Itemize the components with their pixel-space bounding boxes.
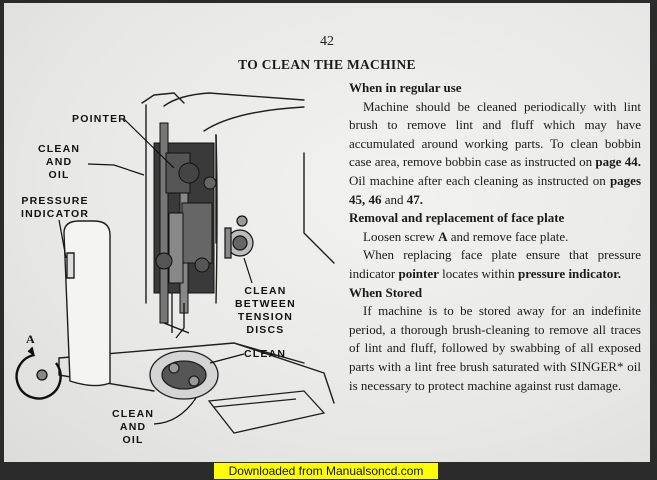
label-clean-and-oil-upper-line-3: OIL [48, 169, 70, 181]
label-tension-line-3: TENSION [237, 311, 293, 323]
label-clean-between-tension-discs: CLEAN BETWEEN TENSION DISCS [235, 285, 296, 337]
manual-page: 42 TO CLEAN THE MACHINE [4, 3, 650, 462]
label-pressure-indicator: PRESSURE INDICATOR [21, 195, 89, 221]
label-clean-and-oil-lower-line-2: AND [119, 421, 147, 433]
label-clean-lower: CLEAN [244, 348, 287, 360]
text-run: If machine is to be stored away for an i… [349, 303, 641, 393]
label-clean-and-oil-lower-line-1: CLEAN [112, 408, 155, 420]
bold-text: page 44. [595, 154, 641, 170]
section-heading: Removal and replacement of face plate [349, 210, 565, 226]
label-tension-line-4: DISCS [246, 324, 285, 336]
section-heading: When Stored [349, 284, 423, 300]
text-run: locates within [438, 265, 518, 281]
label-pressure-indicator-line-2: INDICATOR [21, 208, 90, 220]
download-banner[interactable]: Downloaded from Manualsoncd.com [214, 463, 438, 479]
label-screw-a: A [26, 332, 36, 346]
label-clean-and-oil-lower-line-3: OIL [122, 434, 144, 446]
label-clean-and-oil-lower: CLEAN AND OIL [112, 408, 154, 447]
page-title: TO CLEAN THE MACHINE [238, 57, 416, 72]
text-run: and remove face plate. [447, 228, 569, 244]
text-run: Machine should be cleaned periodically w… [349, 98, 641, 170]
section-paragraph: If machine is to be stored away for an i… [349, 302, 641, 395]
bold-text: pointer [398, 265, 439, 281]
section-paragraph: Machine should be cleaned periodically w… [349, 98, 641, 210]
section-paragraph: When replacing face plate ensure that pr… [349, 246, 641, 283]
section-paragraph: Loosen screw A and remove face plate. [349, 228, 641, 247]
label-clean-and-oil-upper-line-1: CLEAN [38, 143, 81, 155]
bold-text: A [438, 228, 448, 244]
label-pointer: POINTER [72, 113, 128, 125]
page-number: 42 [320, 34, 334, 49]
bold-text: 47. [406, 191, 424, 207]
text-run: Loosen screw [363, 228, 439, 244]
label-clean-and-oil-upper-line-2: AND [45, 156, 73, 168]
sewing-machine-illustration [15, 92, 335, 434]
label-tension-line-2: BETWEEN [235, 298, 296, 310]
text-run: When replacing face plate ensure that pr… [349, 247, 641, 281]
bold-text: pressure indicator. [518, 265, 622, 281]
text-run: and [381, 191, 407, 207]
text-run: Oil machine after each cleaning as instr… [349, 172, 610, 188]
label-tension-line-1: CLEAN [244, 285, 287, 297]
label-pressure-indicator-line-1: PRESSURE [21, 195, 89, 207]
bold-text: pages 45, 46 [349, 172, 641, 207]
label-clean-and-oil-upper: CLEAN AND OIL [38, 143, 80, 182]
section-heading: When in regular use [349, 80, 462, 95]
